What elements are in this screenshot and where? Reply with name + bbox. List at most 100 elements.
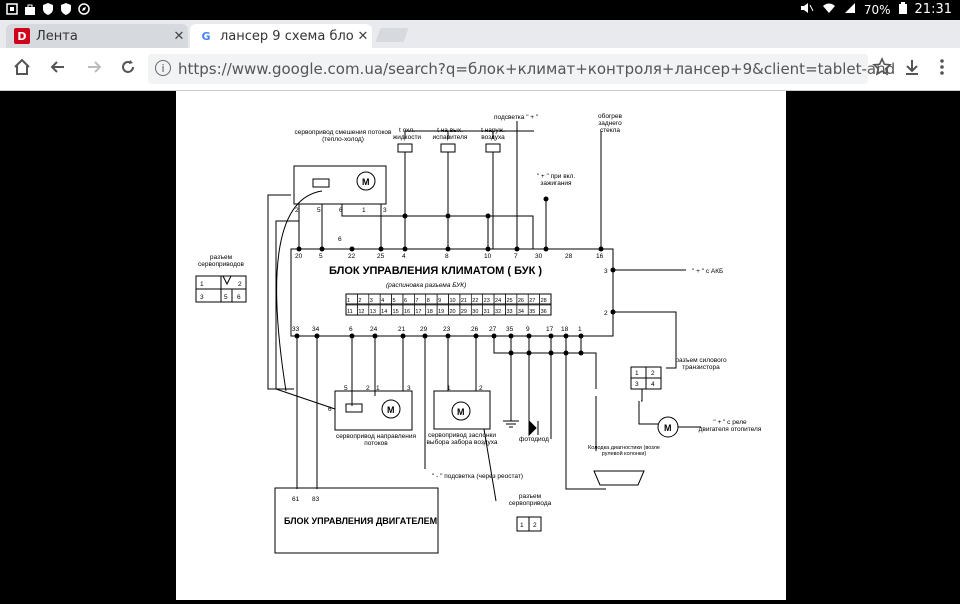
close-icon[interactable]: ✕	[357, 28, 369, 44]
pin-label: 2	[238, 281, 242, 288]
clock: 21:31	[914, 2, 952, 17]
status-right: 70% 21:31	[800, 2, 952, 17]
pin-label: 10	[484, 253, 492, 260]
pinout-number: 23	[484, 298, 490, 304]
shield-icon	[60, 3, 72, 15]
pinout-number: 6	[404, 298, 407, 304]
tab-search[interactable]: G лансер 9 схема бло ✕	[190, 24, 372, 48]
google-favicon-icon: G	[201, 29, 211, 43]
new-tab-button[interactable]	[375, 28, 409, 42]
pin-label: 1	[578, 326, 582, 333]
servo-conn2-label: разъем сервопривода	[508, 493, 552, 507]
motor-label: M	[664, 423, 672, 433]
pin-label: 7	[514, 253, 518, 260]
pinout-number: 29	[461, 309, 467, 315]
servo-connector-label: разъем сервоприводов	[198, 254, 244, 268]
close-icon[interactable]: ✕	[173, 28, 185, 44]
pin-label: 1	[447, 385, 451, 392]
url-text[interactable]: https://www.google.com.ua/search?q=блок+…	[178, 60, 896, 78]
pinout-number: 26	[518, 298, 524, 304]
pinout-number: 1	[347, 298, 350, 304]
pinout-number: 3	[370, 298, 373, 304]
info-icon[interactable]: i	[155, 60, 171, 76]
pin-label: 24	[370, 326, 378, 333]
browser-toolbar: i https://www.google.com.ua/search?q=бло…	[0, 48, 960, 91]
pin-label: 27	[489, 326, 497, 333]
pin-label: 2	[366, 385, 370, 392]
pin-label: 3	[407, 385, 411, 392]
signal-icon	[844, 2, 856, 17]
pinout-number: 11	[347, 309, 353, 315]
pin-label: 30	[535, 253, 543, 260]
pinout-number: 34	[518, 309, 524, 315]
mute-icon	[800, 2, 814, 17]
pinout-number: 20	[450, 309, 456, 315]
pinout-number: 13	[370, 309, 376, 315]
battery-percent: 70%	[863, 2, 891, 17]
battery-icon	[898, 2, 907, 17]
outside-sensor-label: t наруж. воздуха	[481, 127, 505, 141]
tab-title: лансер 9 схема бло	[220, 28, 354, 44]
pin-label: 1	[200, 281, 204, 288]
pinout-cell	[539, 293, 552, 305]
climate-block-title: БЛОК УПРАВЛЕНИЯ КЛИМАТОМ ( БУК )	[329, 265, 542, 277]
pin-label: 83	[312, 496, 320, 503]
pin-label: 2	[479, 385, 483, 392]
status-left-icons	[6, 3, 90, 15]
menu-icon[interactable]	[930, 57, 954, 81]
pin-label: 1	[362, 207, 366, 214]
tab-lenta[interactable]: D Лента ✕	[6, 24, 188, 48]
pin-label: 4	[402, 253, 406, 260]
download-icon[interactable]	[900, 57, 924, 81]
pin-label: 16	[596, 253, 604, 260]
pinout-caption: (распиновка разъема БУК)	[386, 282, 466, 289]
pinout-number: 17	[415, 309, 421, 315]
address-bar[interactable]: i https://www.google.com.ua/search?q=бло…	[148, 54, 896, 84]
pin-label: 3	[383, 207, 387, 214]
pinout-number: 15	[393, 309, 399, 315]
pin-label: 21	[398, 326, 406, 333]
pin-label: 5	[319, 253, 323, 260]
pinout-number: 32	[495, 309, 501, 315]
forward-icon[interactable]	[82, 57, 106, 81]
pin-label: 2	[533, 522, 537, 529]
pinout-number: 25	[506, 298, 512, 304]
direction-servo-box	[334, 390, 413, 431]
pin-label: 1	[376, 385, 380, 392]
climate-block-outline	[290, 248, 614, 337]
direction-servo-label: сервопривод направления потоков	[335, 433, 417, 447]
pin-label: 6	[328, 406, 332, 413]
pin-label: 1	[635, 370, 639, 377]
pin-label: 5	[317, 207, 321, 214]
pinout-number: 5	[393, 298, 396, 304]
pinout-number: 4	[381, 298, 384, 304]
back-icon[interactable]	[46, 57, 70, 81]
motor-icon	[381, 399, 401, 419]
reload-icon[interactable]	[116, 57, 140, 81]
pin-label: 9	[526, 326, 530, 333]
intake-servo-box	[433, 390, 491, 430]
pin-label: 20	[295, 253, 303, 260]
pinout-number: 21	[461, 298, 467, 304]
pin-label: 4	[651, 381, 655, 388]
pin-label: 23	[443, 326, 451, 333]
motor-label: M	[387, 405, 395, 415]
motor-icon	[451, 401, 471, 421]
home-icon[interactable]	[10, 57, 34, 81]
pinout-number: 8	[427, 298, 430, 304]
pinout-number: 18	[427, 309, 433, 315]
compass-icon	[78, 3, 90, 15]
akb-label: " + " с АКБ	[692, 268, 723, 275]
pin-label: 3	[635, 381, 639, 388]
notification-icon	[6, 3, 18, 15]
pinout-number: 35	[529, 309, 535, 315]
pinout-number: 19	[438, 309, 444, 315]
intake-servo-label: сервопривод заслонки выбора забора возду…	[426, 432, 498, 446]
pinout-number: 14	[381, 309, 387, 315]
evap-sensor-label: t на вых. испарителя	[432, 127, 468, 141]
bookmark-star-icon[interactable]	[870, 57, 894, 81]
engine-block-title: БЛОК УПРАВЛЕНИЯ ДВИГАТЕЛЕМ	[284, 516, 437, 526]
pinout-number: 30	[472, 309, 478, 315]
pin-label: 8	[445, 253, 449, 260]
drive2-favicon-icon: D	[14, 28, 30, 44]
